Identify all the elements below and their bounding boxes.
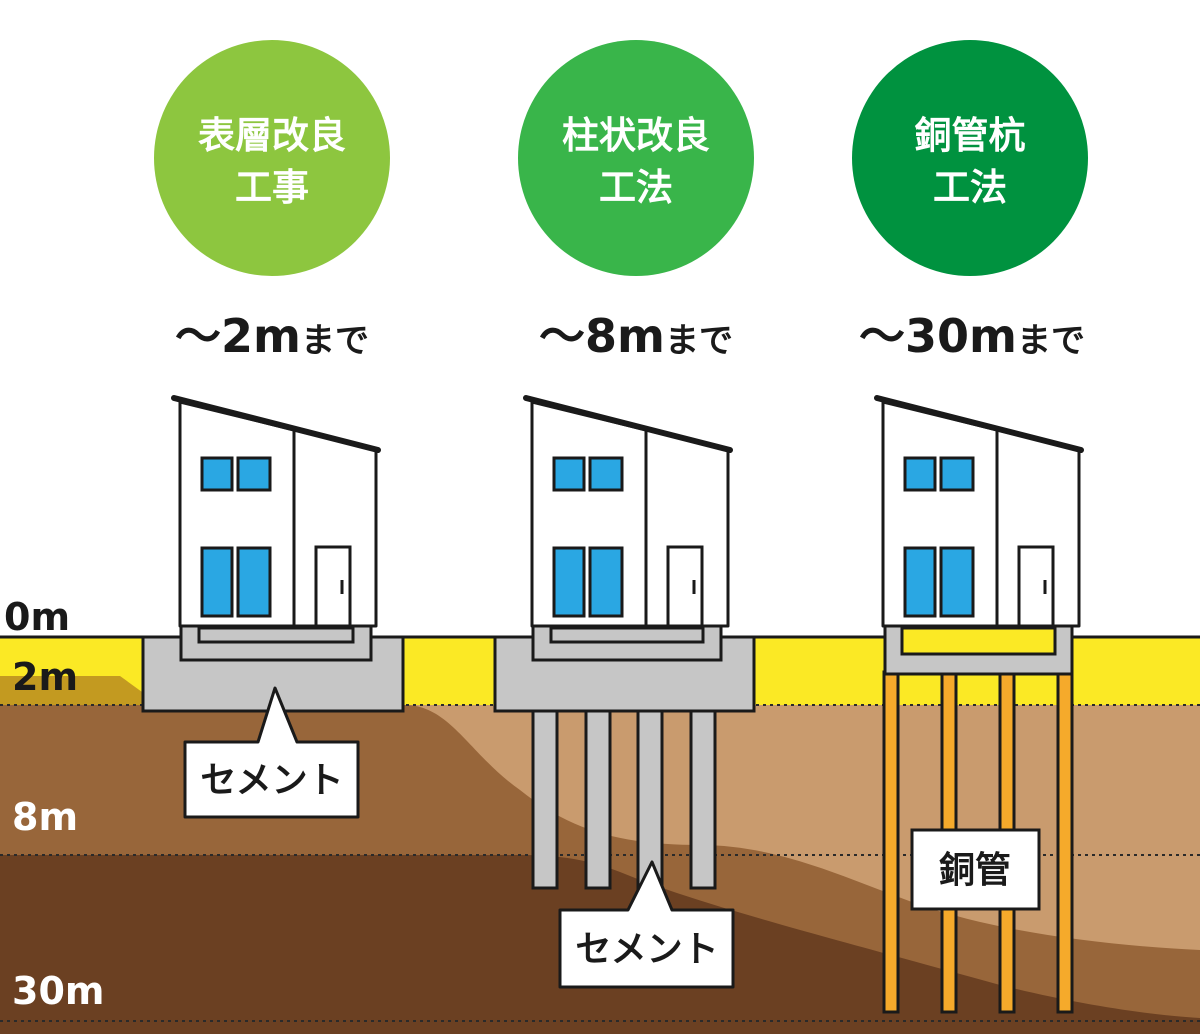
- cement-column: [689, 706, 717, 890]
- window: [939, 546, 975, 618]
- door: [314, 545, 352, 628]
- callout-label: セメント: [200, 760, 343, 801]
- depth-suffix: まで: [665, 321, 733, 361]
- footing-slot: [900, 626, 1057, 656]
- depth-value: 30m: [905, 309, 1017, 363]
- door: [1017, 545, 1055, 628]
- depth-prefix: 〜: [175, 309, 221, 363]
- surface-dark-patch: [0, 676, 160, 705]
- footing-slot: [197, 626, 355, 644]
- depth-scale: 0m 2m 8m 30m: [4, 595, 104, 1013]
- steel-pile: [1056, 670, 1074, 1014]
- depth-prefix: 〜: [539, 309, 585, 363]
- callout-bubble: [558, 860, 735, 989]
- house-2: [523, 395, 733, 628]
- depth-caption-3: 〜30mまで: [859, 309, 1085, 363]
- method-title-line2: 工法: [599, 166, 673, 209]
- window: [200, 546, 234, 618]
- method-circle-3: 銅管杭 工法: [852, 40, 1088, 276]
- callout-steel-pipe: 銅管: [910, 828, 1041, 911]
- window: [588, 546, 624, 618]
- depth-caption-2: 〜8mまで: [539, 309, 733, 363]
- door: [666, 545, 704, 628]
- callout-label: 銅管: [939, 849, 1011, 891]
- depth-label-8m: 8m: [12, 795, 78, 839]
- window: [200, 456, 234, 492]
- callout-box: [910, 828, 1041, 911]
- method-title-line1: 表層改良: [198, 114, 346, 157]
- depth-caption-1: 〜2mまで: [175, 309, 369, 363]
- window: [903, 456, 937, 492]
- house-roof: [523, 395, 733, 453]
- cement-column: [636, 706, 664, 890]
- footing-slot: [549, 626, 705, 644]
- cement-column: [531, 706, 559, 890]
- callout-label: セメント: [575, 929, 718, 970]
- foundation-columns: [493, 624, 756, 890]
- method-title-line1: 柱状改良: [562, 114, 710, 157]
- house-1: [171, 395, 381, 628]
- method-title-line2: 工法: [933, 166, 1007, 209]
- method-title-line1: 銅管杭: [915, 114, 1026, 157]
- window: [552, 546, 586, 618]
- window: [236, 546, 272, 618]
- house-3: [874, 395, 1084, 628]
- window: [903, 546, 937, 618]
- method-circle-2: 柱状改良 工法: [518, 40, 754, 276]
- steel-pile: [882, 670, 900, 1014]
- window: [588, 456, 624, 492]
- depth-prefix: 〜: [859, 309, 905, 363]
- method-circle-bg: [518, 40, 754, 276]
- window: [552, 456, 586, 492]
- method-circle-bg: [852, 40, 1088, 276]
- callout-cement-1: セメント: [183, 686, 360, 819]
- callout-cement-2: セメント: [558, 860, 735, 989]
- depth-suffix: まで: [301, 321, 369, 361]
- depth-label-0m: 0m: [4, 595, 70, 639]
- window: [939, 456, 975, 492]
- callout-bubble: [183, 686, 360, 819]
- depth-value: 8m: [585, 309, 665, 363]
- window: [236, 456, 272, 492]
- method-title-line2: 工事: [235, 166, 309, 209]
- house-roof: [171, 395, 381, 453]
- cement-column: [584, 706, 612, 890]
- depth-label-30m: 30m: [12, 969, 104, 1013]
- depth-suffix: まで: [1017, 321, 1085, 361]
- method-circle-bg: [154, 40, 390, 276]
- depth-value: 2m: [221, 309, 301, 363]
- method-circle-1: 表層改良 工事: [154, 40, 390, 276]
- house-roof: [874, 395, 1084, 453]
- depth-label-2m: 2m: [12, 655, 78, 699]
